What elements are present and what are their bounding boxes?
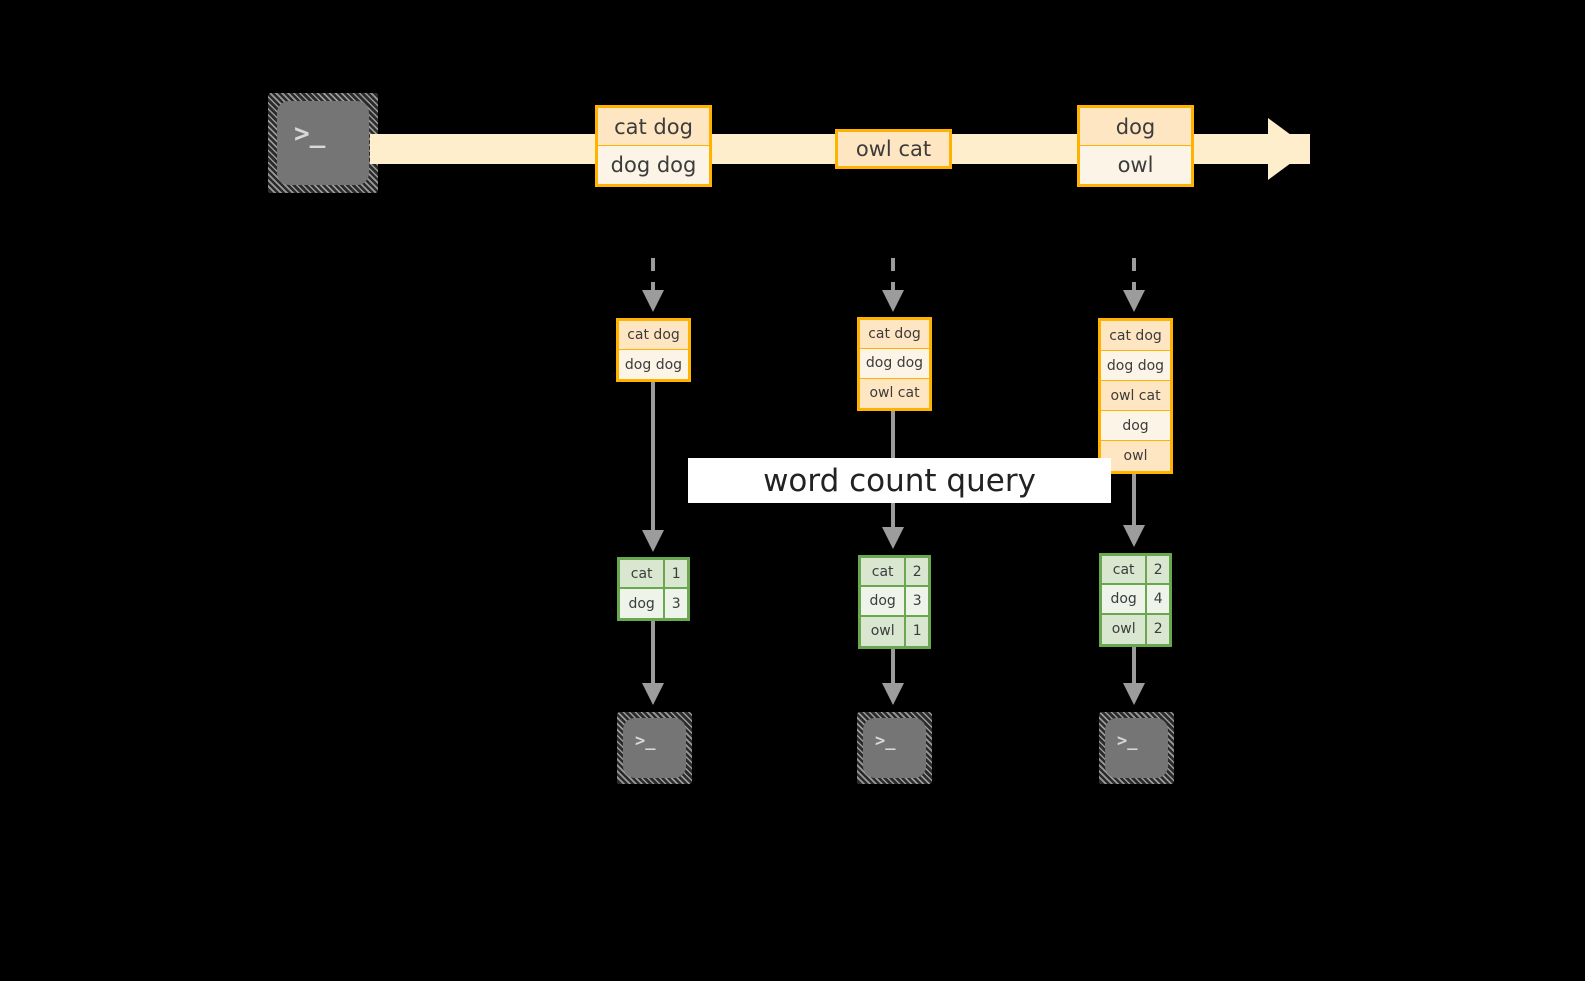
stream-tap-connector xyxy=(1132,258,1136,292)
sink-connector xyxy=(1132,647,1136,687)
result-count: 3 xyxy=(906,587,928,615)
query-connector xyxy=(1132,474,1136,529)
stream-event-line: dog xyxy=(1080,108,1191,146)
sink-terminal-icon: >_ xyxy=(857,712,932,784)
sink-arrowhead xyxy=(882,683,904,705)
result-word: dog xyxy=(861,587,907,615)
stream-event-line: owl cat xyxy=(838,132,949,166)
result-count: 1 xyxy=(906,616,928,646)
query-arrowhead xyxy=(882,527,904,549)
query-arrowhead xyxy=(642,530,664,552)
accumulated-input-box[interactable]: cat dog dog dog owl cat xyxy=(857,317,932,411)
query-connector xyxy=(651,382,655,534)
table-row: owl 2 xyxy=(1102,614,1169,644)
sink-connector xyxy=(891,649,895,687)
accumulated-input-box[interactable]: cat dog dog dog xyxy=(616,318,691,382)
input-line: cat dog xyxy=(860,320,929,350)
input-line: owl cat xyxy=(1101,381,1170,411)
result-word: cat xyxy=(620,560,666,587)
table-row: cat 2 xyxy=(1102,556,1169,586)
sink-terminal-icon: >_ xyxy=(1099,712,1174,784)
stream-event-line: cat dog xyxy=(598,108,709,146)
input-line: cat dog xyxy=(1101,321,1170,351)
input-line: dog dog xyxy=(1101,351,1170,381)
stream-tap-arrowhead xyxy=(882,290,904,312)
result-word: cat xyxy=(861,558,907,586)
stream-event-box[interactable]: cat dog dog dog xyxy=(595,105,712,187)
result-word: dog xyxy=(620,589,666,618)
result-word: cat xyxy=(1102,556,1148,584)
table-row: dog 3 xyxy=(620,589,687,618)
query-arrowhead xyxy=(1123,525,1145,547)
terminal-body xyxy=(623,718,686,778)
stream-tap-connector xyxy=(651,258,655,292)
accumulated-input-box[interactable]: cat dog dog dog owl cat dog owl xyxy=(1098,318,1173,474)
query-label: word count query xyxy=(688,458,1111,503)
sink-connector xyxy=(651,621,655,687)
input-line: owl xyxy=(1101,441,1170,471)
result-count: 3 xyxy=(665,589,687,618)
result-word: dog xyxy=(1102,585,1148,613)
terminal-prompt-glyph: >_ xyxy=(635,731,656,751)
terminal-prompt-glyph: >_ xyxy=(294,119,326,149)
input-line: dog dog xyxy=(619,350,688,379)
result-count: 4 xyxy=(1147,585,1169,613)
input-line: owl cat xyxy=(860,378,929,408)
stream-tap-arrowhead xyxy=(1123,290,1145,312)
terminal-prompt-glyph: >_ xyxy=(1117,731,1138,751)
result-word: owl xyxy=(861,616,907,646)
stream-event-line: dog dog xyxy=(598,146,709,184)
result-table[interactable]: cat 2 dog 3 owl 1 xyxy=(858,555,931,649)
source-terminal-icon: >_ xyxy=(268,93,378,193)
stream-event-box[interactable]: dog owl xyxy=(1077,105,1194,187)
sink-arrowhead xyxy=(1123,683,1145,705)
stream-event-line: owl xyxy=(1080,146,1191,184)
table-row: owl 1 xyxy=(861,616,928,646)
input-line: dog xyxy=(1101,411,1170,441)
input-line: cat dog xyxy=(619,321,688,350)
result-count: 2 xyxy=(1147,614,1169,644)
result-table[interactable]: cat 1 dog 3 xyxy=(617,557,690,621)
result-count: 1 xyxy=(665,560,687,587)
terminal-body xyxy=(1105,718,1168,778)
result-count: 2 xyxy=(906,558,928,586)
table-row: cat 1 xyxy=(620,560,687,589)
terminal-prompt-glyph: >_ xyxy=(875,731,896,751)
sink-arrowhead xyxy=(642,683,664,705)
terminal-body xyxy=(863,718,926,778)
stream-tap-connector xyxy=(891,258,895,292)
input-line: dog dog xyxy=(860,349,929,379)
table-row: dog 4 xyxy=(1102,585,1169,615)
stream-event-box[interactable]: owl cat xyxy=(835,129,952,169)
result-word: owl xyxy=(1102,614,1148,644)
result-count: 2 xyxy=(1147,556,1169,584)
stream-arrow-head xyxy=(1268,118,1310,180)
terminal-body xyxy=(277,101,369,185)
result-table[interactable]: cat 2 dog 4 owl 2 xyxy=(1099,553,1172,647)
table-row: dog 3 xyxy=(861,587,928,617)
sink-terminal-icon: >_ xyxy=(617,712,692,784)
stream-tap-arrowhead xyxy=(642,290,664,312)
table-row: cat 2 xyxy=(861,558,928,588)
